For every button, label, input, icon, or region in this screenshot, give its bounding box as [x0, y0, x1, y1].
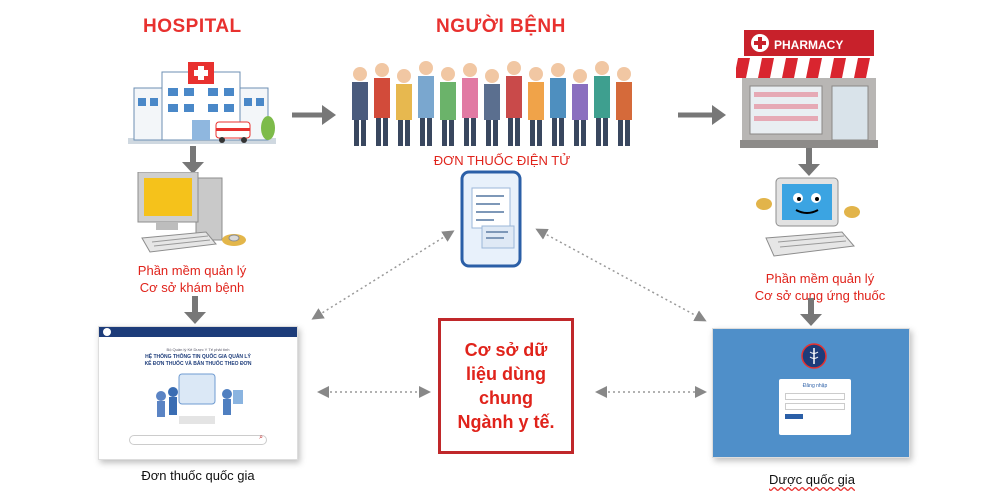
login-card: Đăng nhập [779, 379, 851, 435]
pharmacy-software-line2: Cơ sở cung ứng thuốc [754, 288, 886, 303]
hospital-software-line1: Phần mềm quản lý [137, 263, 247, 278]
connector-prescription-to-right-portal [535, 228, 707, 322]
database-line3: chung [479, 388, 533, 408]
pharmacy-software-caption: Phần mềm quản lý Cơ sở cung ứng thuốc [734, 270, 906, 304]
login-title: Đăng nhập [802, 383, 828, 389]
username-input[interactable] [785, 393, 845, 400]
connector-left-portal-to-prescription [311, 230, 455, 320]
password-input[interactable] [785, 403, 845, 410]
portal-illustration [156, 373, 243, 424]
patients-title: NGƯỜI BỆNH [436, 16, 566, 37]
national-pharmacy-caption: Dược quốc gia [769, 472, 855, 487]
hospital-title: HOSPITAL [143, 16, 242, 37]
arrow-patients-to-pharmacy [678, 105, 726, 125]
portal-headline: HỆ THỐNG THÔNG TIN QUỐC GIA QUẢN LÝ KÊ Đ… [99, 354, 297, 368]
shared-database-box: Cơ sở dữ liệu dùng chung Ngành y tế. [438, 318, 574, 454]
arrow-hospital-software-to-portal [184, 296, 206, 324]
national-prescription-caption: Đơn thuốc quốc gia [141, 468, 255, 483]
database-line4: Ngành y tế. [457, 412, 555, 432]
portal-header-bar [99, 327, 297, 337]
caduceus-logo-icon [801, 343, 827, 369]
national-prescription-portal-screenshot: Bộ Quản lý Kê Dược Y Tế phải tính HỆ THỐ… [98, 326, 298, 460]
portal-small-heading: Bộ Quản lý Kê Dược Y Tế phải tính [166, 347, 230, 352]
patients-crowd-illustration [352, 61, 632, 146]
arrow-hospital-to-software [182, 146, 204, 174]
e-prescription-phone-icon [460, 170, 522, 268]
database-line2: liệu dùng [466, 364, 546, 384]
hospital-software-line2: Cơ sở khám bệnh [139, 280, 245, 295]
ministry-logo-icon [103, 328, 111, 336]
pharmacy-store-illustration: PHARMACY [736, 30, 880, 148]
pharmacy-sign-text: PHARMACY [774, 38, 843, 52]
pharmacy-software-line1: Phần mềm quản lý [765, 271, 875, 286]
portal-headline-line1: HỆ THỐNG THÔNG TIN QUỐC GIA QUẢN LÝ [145, 354, 251, 360]
search-icon: ⌕ [259, 434, 263, 441]
hospital-software-caption: Phần mềm quản lý Cơ sở khám bệnh [112, 262, 272, 296]
arrow-hospital-to-patients [292, 105, 336, 125]
arrow-pharmacy-to-software [798, 148, 820, 176]
portal-headline-line2: KÊ ĐƠN THUỐC VÀ BÁN THUỐC THEO ĐƠN [144, 361, 252, 367]
national-pharmacy-portal-screenshot: Đăng nhập [712, 328, 910, 458]
prescription-caption: ĐƠN THUỐC ĐIỆN TỬ [433, 153, 571, 168]
login-button[interactable] [785, 414, 803, 419]
hospital-building-illustration [128, 62, 276, 144]
portal-search-input[interactable]: ⌕ [129, 434, 267, 445]
arrow-pharmacy-software-to-portal [800, 298, 822, 326]
database-line1: Cơ sở dữ [464, 340, 548, 360]
pharmacy-computer-icon [756, 177, 860, 257]
hospital-computer-icon [137, 172, 246, 253]
